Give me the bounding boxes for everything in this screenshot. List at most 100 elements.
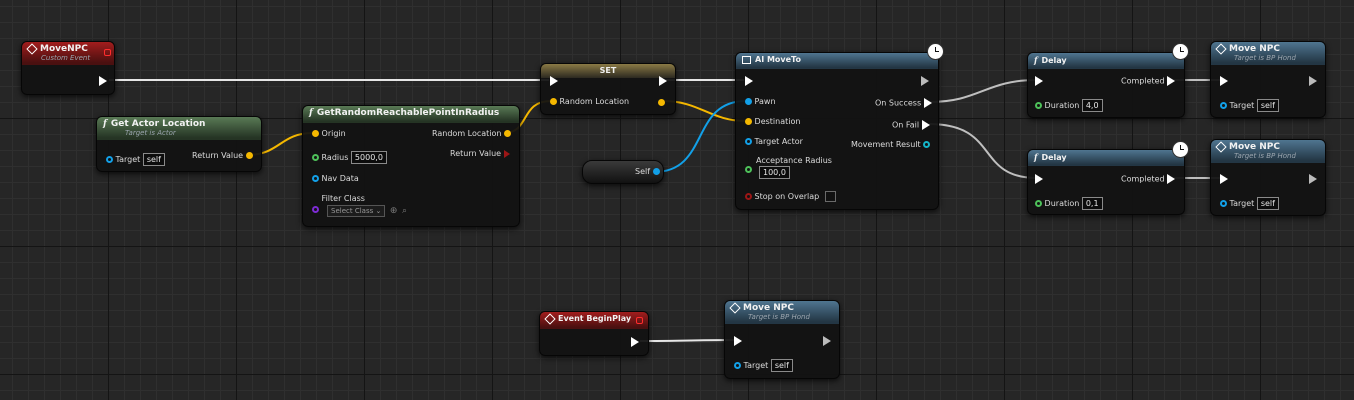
self-reference-node[interactable]: Self	[582, 160, 664, 184]
target-pin[interactable]: Target self	[1220, 197, 1279, 210]
filter-class-pin[interactable]: Filter Class	[312, 194, 365, 204]
exec-in-pin[interactable]	[1220, 76, 1228, 87]
exec-in-pin[interactable]	[745, 76, 753, 87]
move-npc-call-node-top[interactable]: Move NPC Target is BP Hond Target self	[1210, 41, 1326, 118]
pin-label: Movement Result	[851, 140, 921, 149]
move-npc-call-node-mid[interactable]: Move NPC Target is BP Hond Target self	[1210, 139, 1326, 216]
latent-clock-icon	[1172, 141, 1189, 158]
exec-arrow-icon	[1309, 174, 1317, 184]
node-header: AI MoveTo	[736, 53, 938, 69]
pin-label: Radius	[321, 153, 349, 162]
pawn-pin[interactable]: Pawn	[745, 97, 776, 107]
random-location-set-pin[interactable]: Random Location	[550, 97, 629, 107]
origin-pin[interactable]: Origin	[312, 129, 346, 139]
latent-clock-icon	[1172, 43, 1189, 60]
target-pin[interactable]: Target self	[734, 359, 793, 372]
duration-pin[interactable]: Duration 0,1	[1035, 197, 1103, 210]
pin-label: Target	[115, 155, 141, 164]
vector-pin-icon[interactable]	[658, 99, 665, 106]
duration-pin[interactable]: Duration 4,0	[1035, 99, 1103, 112]
destination-pin[interactable]: Destination	[745, 117, 800, 127]
exec-in-pin[interactable]	[734, 336, 742, 347]
exec-out-pin[interactable]	[1309, 76, 1317, 87]
target-input[interactable]: self	[1256, 99, 1279, 112]
object-pin-icon	[1220, 102, 1227, 109]
exec-in-pin[interactable]	[550, 76, 558, 87]
delegate-pin-icon[interactable]	[104, 49, 111, 56]
delegate-pin-icon[interactable]	[636, 317, 643, 324]
exec-out-pin[interactable]	[659, 76, 667, 87]
radius-input[interactable]: 5000,0	[350, 151, 387, 164]
exec-arrow-icon	[1220, 76, 1228, 86]
use-selected-icon[interactable]: ⊕	[389, 206, 398, 216]
pin-label: Acceptance Radius	[756, 156, 832, 165]
node-title: Get Actor Location	[110, 119, 206, 129]
browse-search-icon[interactable]: ⌕	[401, 206, 408, 216]
node-title: Event BeginPlay	[558, 314, 632, 323]
exec-in-pin[interactable]	[1035, 76, 1043, 87]
float-pin-icon[interactable]	[745, 166, 752, 173]
exec-wire-success-to-delay	[928, 79, 1038, 103]
movement-result-pin[interactable]: Movement Result	[851, 140, 931, 150]
exec-arrow-icon	[823, 336, 831, 346]
exec-in-pin[interactable]	[1220, 174, 1228, 185]
exec-out-pin[interactable]	[1309, 174, 1317, 185]
set-variable-node[interactable]: SET Random Location	[540, 63, 676, 115]
return-value-pin[interactable]: Return Value	[192, 151, 253, 161]
acceptance-radius-input[interactable]: 100,0	[759, 166, 790, 179]
target-input[interactable]: self	[142, 153, 165, 166]
pin-label: Target	[1229, 199, 1255, 208]
filter-class-select[interactable]: Select Class ⌄	[327, 205, 386, 217]
event-begin-play-node[interactable]: Event BeginPlay	[539, 311, 649, 356]
exec-arrow-icon	[631, 337, 639, 347]
node-title: MoveNPC	[40, 44, 88, 54]
move-npc-custom-event-node[interactable]: MoveNPC Custom Event	[21, 41, 115, 95]
move-npc-call-node-bottom[interactable]: Move NPC Target is BP Hond Target self	[724, 300, 840, 379]
self-pin[interactable]: Self	[635, 167, 660, 177]
pin-label: Target	[1229, 101, 1255, 110]
stop-on-overlap-pin[interactable]: Stop on Overlap	[745, 191, 836, 202]
node-subtitle: Target is BP Hond	[748, 313, 810, 321]
event-icon	[1215, 140, 1227, 153]
target-input[interactable]: self	[770, 359, 793, 372]
latent-clock-icon	[927, 43, 944, 60]
node-subtitle: Target is Actor	[125, 129, 176, 137]
pin-label: Completed	[1121, 174, 1165, 184]
duration-input[interactable]: 0,1	[1081, 197, 1103, 210]
target-pin[interactable]: Target self	[1220, 99, 1279, 112]
duration-input[interactable]: 4,0	[1081, 99, 1103, 112]
exec-in-pin[interactable]	[1035, 174, 1043, 185]
node-header: SET	[541, 64, 675, 78]
exec-out-pin[interactable]	[631, 337, 639, 348]
node-title: SET	[599, 66, 617, 75]
filter-class-select-row: Select Class ⌄ ⊕ ⌕	[327, 205, 407, 217]
ai-move-to-node[interactable]: AI MoveTo Pawn On Success Destination On…	[735, 52, 939, 210]
function-icon	[742, 55, 751, 64]
on-fail-pin[interactable]: On Fail	[892, 120, 930, 131]
event-icon	[544, 312, 556, 325]
exec-out-pin[interactable]	[921, 76, 929, 87]
target-pin[interactable]: Target self	[106, 153, 165, 166]
return-value-pin[interactable]: Return Value	[450, 149, 510, 159]
completed-pin[interactable]: Completed	[1121, 174, 1176, 185]
exec-arrow-icon	[1035, 174, 1043, 184]
random-location-out-pin[interactable]: Random Location	[432, 129, 512, 139]
stop-on-overlap-checkbox[interactable]	[824, 191, 836, 202]
target-input[interactable]: self	[1256, 197, 1279, 210]
exec-out-pin[interactable]	[99, 76, 107, 87]
nav-data-pin[interactable]: Nav Data	[312, 174, 359, 184]
radius-pin[interactable]: Radius 5000,0	[312, 151, 387, 164]
on-success-pin[interactable]: On Success	[875, 98, 932, 109]
object-pin-icon	[312, 175, 319, 182]
exec-out-pin[interactable]	[823, 336, 831, 347]
node-header: MoveNPC Custom Event	[22, 42, 114, 65]
completed-pin[interactable]: Completed	[1121, 76, 1176, 87]
pin-label: On Success	[875, 98, 922, 108]
node-title: Move NPC	[1229, 142, 1280, 152]
target-actor-pin[interactable]: Target Actor	[745, 137, 803, 147]
